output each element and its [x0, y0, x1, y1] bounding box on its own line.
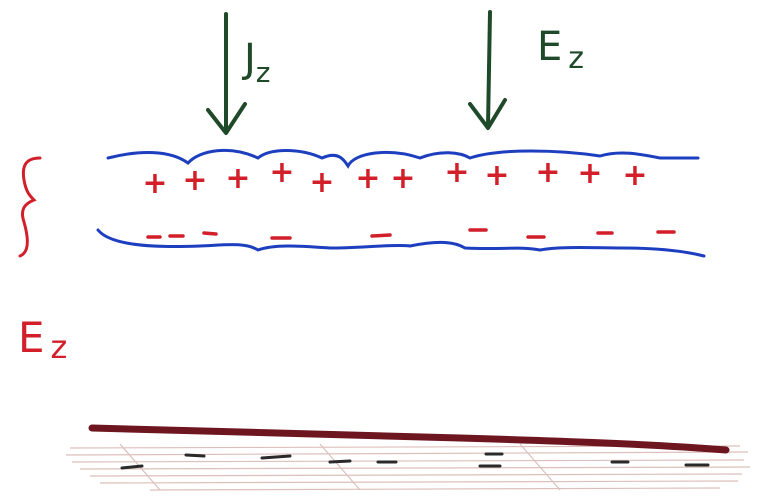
positive-charge: + [535, 155, 560, 190]
positive-charge: + [269, 155, 294, 190]
upper-boundary [106, 148, 700, 169]
positive-charge: + [390, 161, 415, 196]
positive-charge: + [225, 161, 250, 196]
ground-charge [260, 454, 292, 460]
positive-charge: + [142, 166, 167, 201]
ground-charge [120, 464, 144, 470]
negative-charges [146, 228, 676, 240]
electric-field-arrow [468, 10, 507, 130]
positive-charge: + [577, 156, 602, 191]
negative-charge [202, 231, 218, 236]
positive-charge: + [182, 163, 207, 198]
positive-charge: + [309, 165, 334, 200]
current-density-arrow [206, 12, 247, 135]
positive-charge: + [622, 158, 647, 193]
lower-boundary [96, 228, 706, 258]
ground-negative-charges [120, 452, 710, 470]
positive-charge: + [484, 158, 509, 193]
current-density-label: Jz [241, 36, 271, 89]
ground-charge [184, 453, 206, 458]
positive-charge: + [444, 155, 469, 190]
ground-shading [65, 443, 751, 491]
curly-brace-icon [18, 156, 42, 258]
positive-charges: + + + + + + + + + + + + [142, 155, 647, 201]
ground-charge [328, 459, 352, 464]
ground-surface [88, 424, 730, 454]
negative-charge [370, 233, 392, 238]
positive-charge: + [355, 161, 380, 196]
